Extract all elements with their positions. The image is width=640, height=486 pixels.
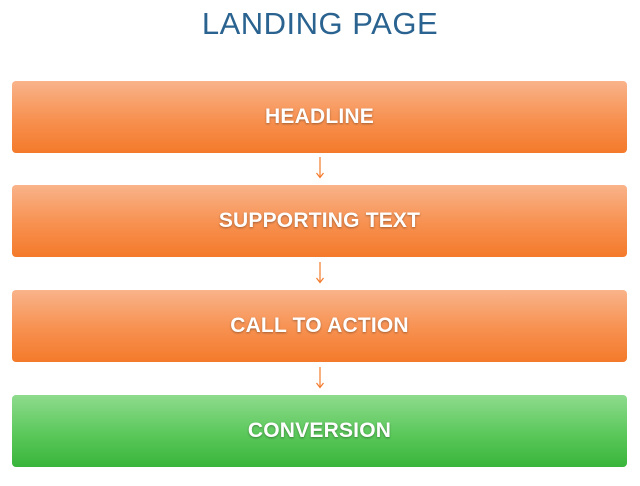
step-headline-label: HEADLINE	[265, 105, 374, 128]
step-conversion-box: CONVERSION	[12, 395, 627, 467]
step-supporting-text-label: SUPPORTING TEXT	[218, 209, 421, 232]
step-conversion-label: CONVERSION	[247, 419, 392, 442]
arrow-down-icon	[316, 157, 324, 179]
step-supporting-text-box: SUPPORTING TEXT	[12, 185, 627, 257]
arrow-down-icon	[316, 367, 324, 389]
diagram-title: LANDING PAGE	[201, 6, 439, 41]
arrow-down-icon	[316, 262, 324, 284]
step-call-to-action-box: CALL TO ACTION	[12, 290, 627, 362]
step-call-to-action-label: CALL TO ACTION	[230, 314, 409, 337]
step-headline-box: HEADLINE	[12, 81, 627, 153]
